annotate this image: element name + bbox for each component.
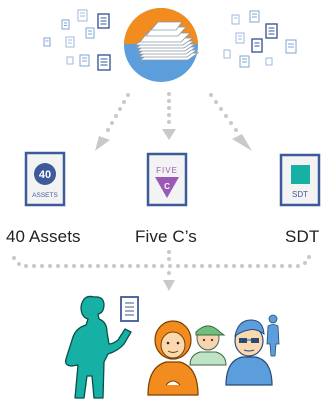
youth-green-cap bbox=[189, 325, 227, 366]
document-icon bbox=[85, 27, 95, 39]
dotted-arrows-top bbox=[95, 92, 252, 151]
card-sdt: SDT bbox=[279, 153, 321, 207]
assets-caption: ASSETS bbox=[32, 192, 58, 199]
youth-orange-girl bbox=[147, 320, 199, 396]
paper-stack-icon bbox=[133, 21, 200, 61]
five-cs-letter: C bbox=[164, 182, 170, 191]
arrow-head bbox=[232, 134, 252, 151]
youth-small-standing bbox=[266, 314, 280, 357]
arrow-to-40-assets bbox=[95, 93, 130, 151]
document-icon bbox=[239, 55, 250, 68]
youth-group bbox=[147, 314, 280, 396]
arrow-head bbox=[162, 129, 176, 140]
scattered-documents-left bbox=[43, 9, 111, 71]
framework-label-40-assets: 40 Assets bbox=[6, 227, 81, 246]
arrow-head bbox=[95, 136, 110, 151]
document-icon bbox=[77, 9, 88, 22]
framework-label-sdt: SDT bbox=[285, 227, 320, 246]
document-icon bbox=[61, 19, 70, 30]
arrow-to-sdt bbox=[209, 93, 252, 151]
sdt-square bbox=[291, 165, 310, 184]
five-cs-title: FIVE bbox=[156, 166, 178, 175]
assets-badge bbox=[34, 163, 56, 185]
dotted-converge-lines bbox=[12, 250, 311, 291]
document-icon bbox=[223, 49, 231, 59]
document-icon bbox=[235, 32, 245, 44]
arrow-head bbox=[163, 280, 175, 291]
arrow-to-five-cs bbox=[162, 92, 176, 140]
document-icon bbox=[285, 39, 297, 54]
document-icon bbox=[120, 296, 139, 322]
document-icon bbox=[66, 56, 74, 65]
document-icon bbox=[265, 23, 278, 39]
sdt-caption: SDT bbox=[292, 190, 308, 199]
document-icon bbox=[65, 36, 75, 48]
youth-blue-glasses bbox=[225, 319, 273, 386]
document-icon bbox=[231, 14, 240, 25]
assets-number: 40 bbox=[39, 169, 51, 181]
document-icon bbox=[249, 10, 260, 23]
card-five-cs: FIVE C bbox=[146, 152, 188, 207]
document-icon bbox=[97, 13, 110, 29]
framework-label-five-cs: Five C’s bbox=[135, 227, 197, 246]
document-icon bbox=[43, 37, 51, 47]
scattered-documents-right bbox=[223, 10, 297, 68]
card-40-assets: 40 ASSETS bbox=[24, 151, 66, 207]
document-icon bbox=[79, 54, 90, 67]
five-cs-triangle bbox=[155, 177, 179, 198]
document-icon bbox=[97, 54, 111, 71]
document-icon bbox=[251, 38, 263, 53]
research-circle bbox=[124, 8, 200, 82]
teacher-figure bbox=[64, 295, 139, 399]
document-icon bbox=[265, 57, 273, 66]
